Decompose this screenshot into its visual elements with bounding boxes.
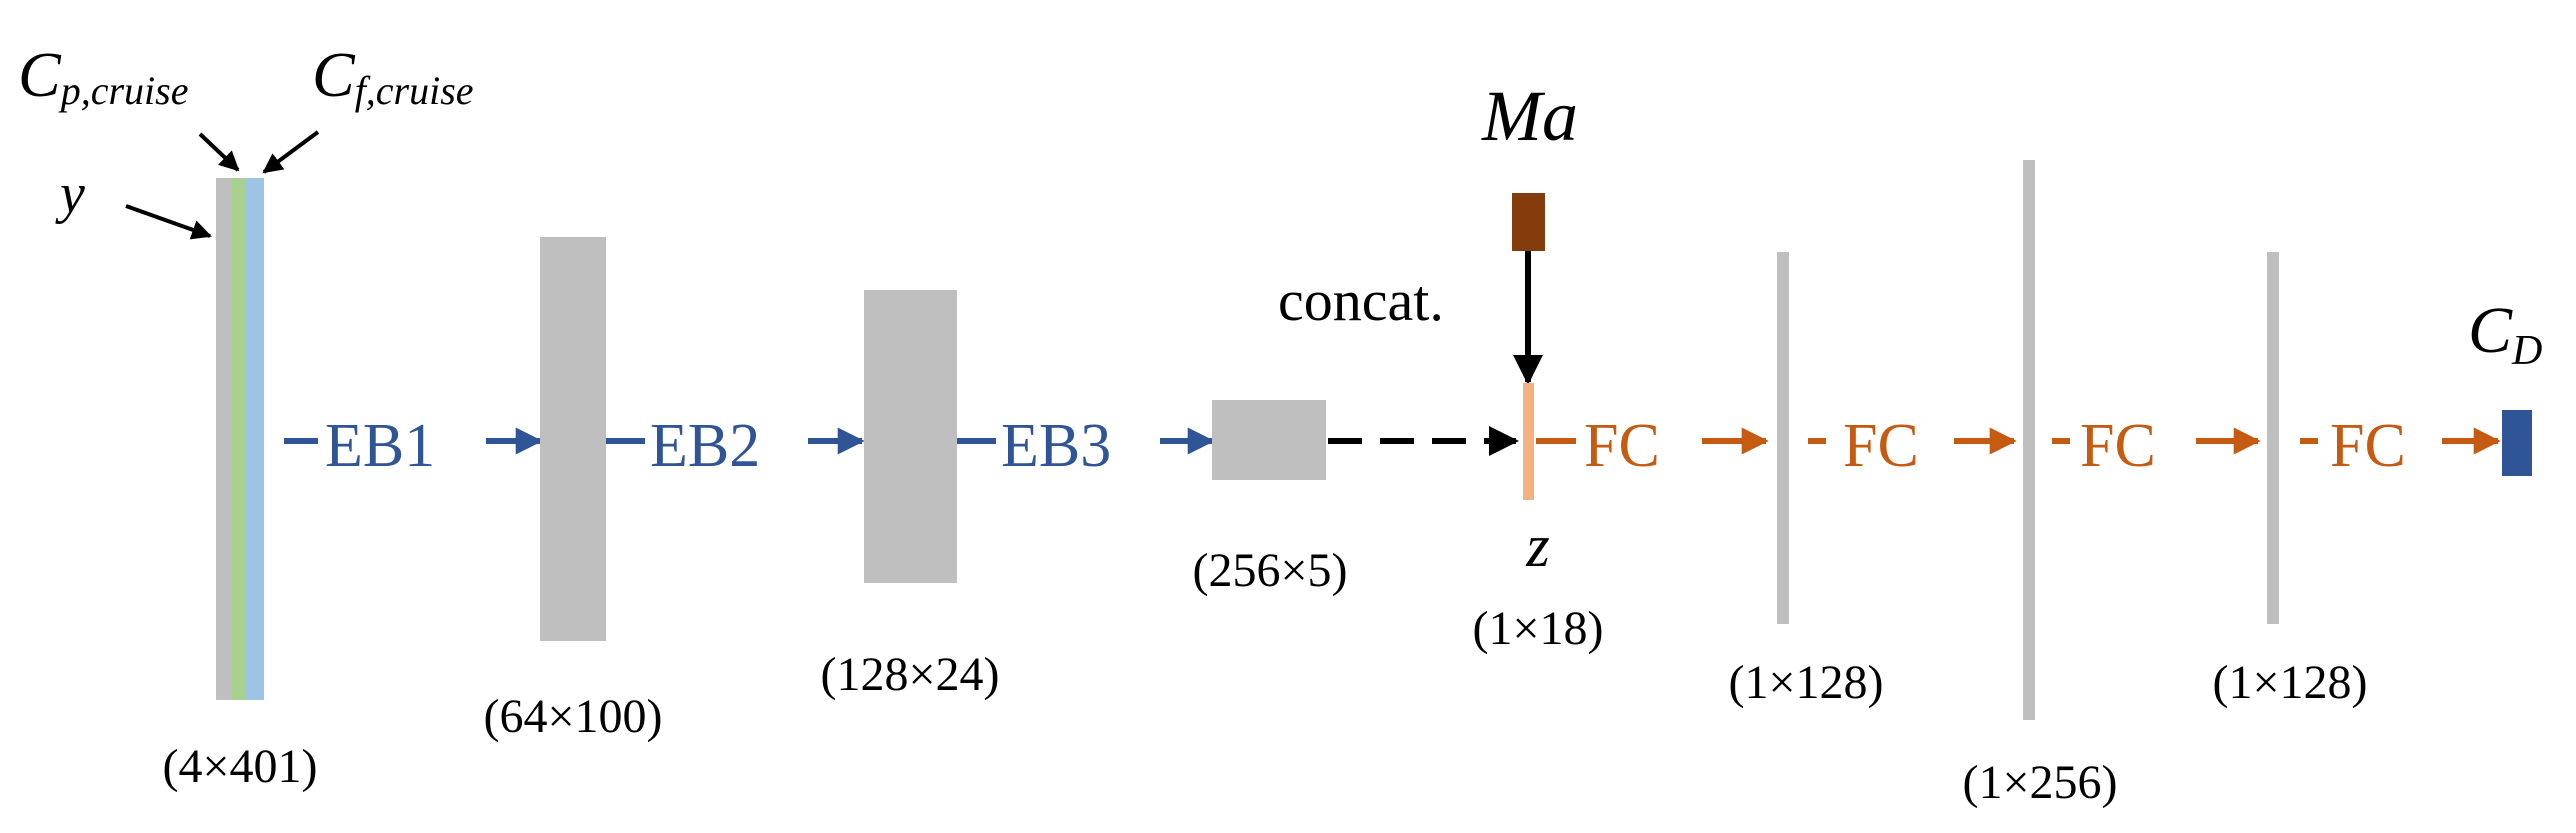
decoder-layer-2 [2023,160,2035,720]
mach-input-block [1512,193,1545,251]
input-y-label: y [55,163,85,225]
input-cf-channel [246,178,264,700]
encoder-layer-3-dims: (256×5) [1192,544,1347,597]
y-pointer-arrow [125,204,212,240]
fc3-label: FC [2080,412,2156,480]
eb1-label: EB1 [325,412,435,480]
decoder-layer-3-dims: (1×128) [2212,656,2367,709]
cp-label-base: C [18,39,62,110]
encoder-layer-3 [1212,400,1326,480]
decoder-layer-3 [2267,252,2279,624]
latent-z-label: z [1525,513,1549,579]
cf-pointer-arrow [262,130,320,174]
input-y-channel [216,178,232,700]
latent-z-dims: (1×18) [1472,602,1603,655]
encoder-layer-2-dims: (128×24) [820,648,999,701]
output-cd-label: CD [2468,294,2542,374]
mach-label: Ma [1481,76,1578,156]
encoder-layer-1-dims: (64×100) [483,690,662,743]
cp-pointer-arrow [198,132,240,172]
cp-label-subscript: p,cruise [58,68,189,113]
input-cp-channel [232,178,246,700]
decoder-layer-1 [1777,252,1789,624]
output-cd-block [2502,410,2532,476]
input-layer [216,178,264,700]
fc1-label: FC [1584,412,1660,480]
concat-label: concat. [1278,268,1444,333]
decoder-layer-1-dims: (1×128) [1728,656,1883,709]
encoder-layer-1 [540,237,606,641]
eb2-label: EB2 [650,412,760,480]
input-cp-label: Cp,cruise [18,39,188,113]
cd-label-base: C [2468,294,2513,367]
fc2-label: FC [1843,412,1919,480]
input-cf-label: Cf,cruise [312,39,474,113]
fc4-label: FC [2330,412,2406,480]
eb3-label: EB3 [1001,412,1111,480]
cf-label-subscript: f,cruise [355,68,474,113]
cd-label-subscript: D [2511,328,2542,374]
decoder-layer-2-dims: (1×256) [1962,756,2117,809]
input-dims-label: (4×401) [162,740,317,793]
encoder-layer-2 [864,290,957,583]
latent-z-layer [1523,383,1534,500]
cf-label-base: C [312,39,356,110]
